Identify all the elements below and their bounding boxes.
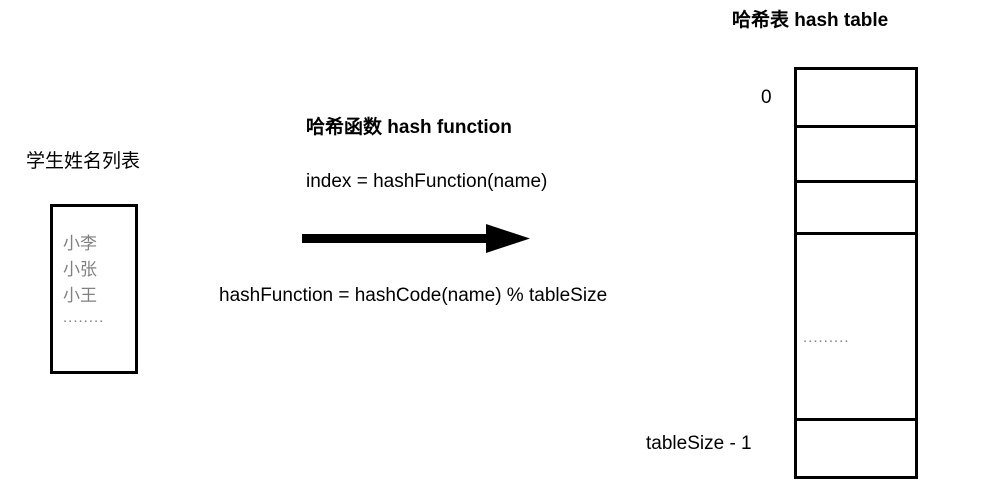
- student-list-box: 小李 小张 小王 ........: [50, 204, 138, 374]
- student-list-title: 学生姓名列表: [26, 151, 141, 172]
- hash-table-cell-ellipsis-text: .........: [803, 329, 850, 346]
- student-name-item: 小张: [63, 260, 97, 279]
- student-name-item: 小李: [63, 234, 97, 253]
- hash-table-last-index-label: tableSize - 1: [646, 433, 752, 454]
- hash-table-cell: [797, 183, 915, 235]
- hash-function-heading: 哈希函数 hash function: [306, 117, 512, 138]
- hash-function-formula: hashFunction = hashCode(name) % tableSiz…: [219, 285, 608, 306]
- hash-function-index-expression: index = hashFunction(name): [306, 171, 548, 192]
- hash-table-heading: 哈希表 hash table: [732, 10, 889, 31]
- student-name-item: 小王: [63, 286, 97, 305]
- hash-table-cell-ellipsis: .........: [797, 235, 915, 421]
- hash-table-cell: [797, 421, 915, 476]
- right-arrow-icon: [302, 224, 530, 253]
- hash-table-cell: [797, 128, 915, 183]
- hash-table-first-index-label: 0: [761, 87, 772, 108]
- hash-table-cell: [797, 70, 915, 128]
- hash-table: .........: [794, 67, 918, 479]
- student-list-ellipsis: ........: [63, 309, 105, 326]
